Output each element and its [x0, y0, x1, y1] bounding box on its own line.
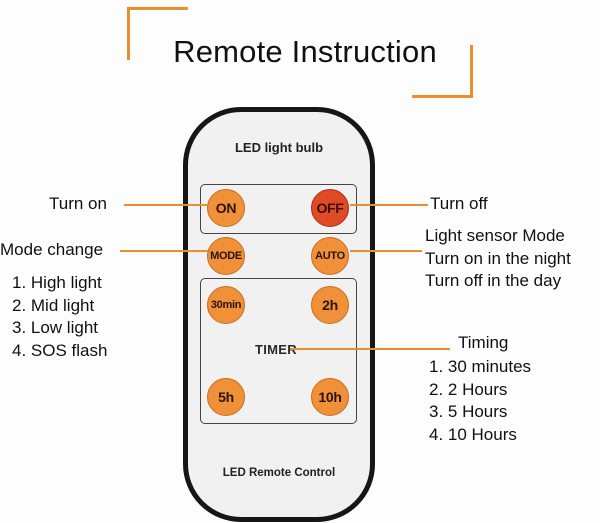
list-item: 3. Low light	[12, 318, 98, 337]
list-item: 3. 5 Hours	[429, 402, 508, 421]
timing-label: Timing	[458, 333, 509, 352]
mode-change-label: Mode change	[0, 240, 104, 259]
list-item: Turn off in the day	[425, 271, 562, 290]
timer-2h-button[interactable]: 2h	[311, 286, 349, 324]
turn-off-label: Turn off	[430, 194, 488, 213]
page-title: Remote Instruction	[173, 34, 437, 69]
off-button[interactable]: OFF	[311, 189, 349, 227]
mode-button[interactable]: MODE	[207, 237, 245, 275]
timing-list: 1. 30 minutes 2. 2 Hours 3. 5 Hours 4. 1…	[429, 356, 531, 446]
remote-header: LED light bulb	[234, 140, 324, 155]
timer-10h-button[interactable]: 10h	[311, 378, 349, 416]
turn-on-callout-line	[124, 204, 208, 206]
timer-callout-line	[290, 348, 450, 350]
timer-label: TIMER	[255, 342, 297, 357]
timer-panel	[200, 278, 357, 424]
title-bracket-bottom-right	[412, 45, 473, 98]
timer-30min-button[interactable]: 30min	[207, 286, 245, 324]
auto-description: Light sensor Mode Turn on in the night T…	[425, 225, 571, 293]
list-item: Turn on in the night	[425, 248, 571, 268]
auto-button[interactable]: AUTO	[311, 237, 349, 275]
list-item: 2. 2 Hours	[429, 379, 508, 399]
list-item: 1. 30 minutes	[429, 357, 532, 376]
list-item: 2. Mid light	[12, 295, 95, 315]
mode-list: 1. High light 2. Mid light 3. Low light …	[12, 272, 107, 362]
remote-footer: LED Remote Control	[222, 467, 336, 479]
turn-on-label: Turn on	[49, 194, 107, 213]
auto-callout-line	[350, 250, 422, 252]
list-item: 4. SOS flash	[12, 340, 108, 360]
list-item: 1. High light	[12, 273, 102, 292]
remote-control: LED light bulb ON OFF MODE AUTO 30min 2h…	[183, 107, 375, 522]
on-button[interactable]: ON	[207, 189, 245, 227]
title-bracket-top-left	[127, 7, 188, 60]
timer-5h-button[interactable]: 5h	[207, 378, 245, 416]
list-item: 4. 10 Hours	[429, 424, 517, 444]
list-item: Light sensor Mode	[425, 226, 565, 245]
mode-callout-line	[120, 250, 208, 252]
turn-off-callout-line	[350, 204, 428, 206]
power-panel	[200, 184, 357, 234]
